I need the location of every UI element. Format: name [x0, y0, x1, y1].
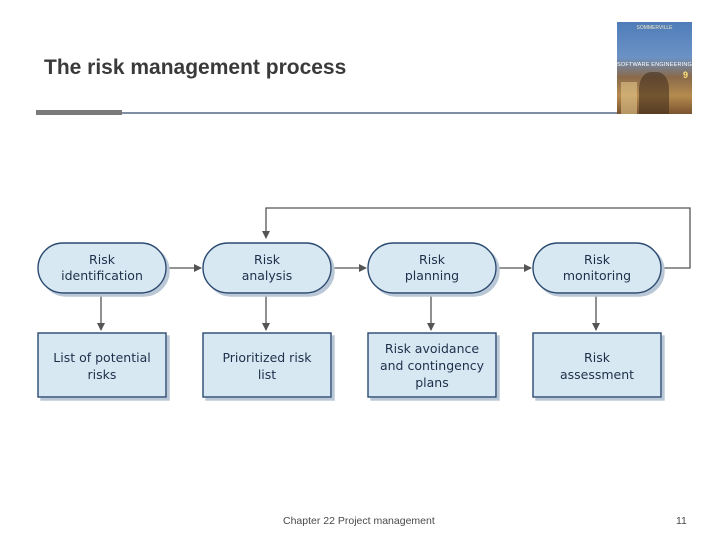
- title-underline: [36, 112, 618, 114]
- output-label-line: and contingency: [380, 358, 485, 373]
- book-cover-image: SOMMERVILLE SOFTWARE ENGINEERING 9: [617, 22, 692, 114]
- output-list-of-potential-risks: List of potential risks: [37, 332, 167, 398]
- slide-footer: Chapter 22 Project management: [283, 515, 435, 527]
- stage-label-line: Risk: [419, 252, 446, 267]
- output-prioritized-risk-list: Prioritized risk list: [202, 332, 332, 398]
- book-cover-art: [621, 82, 637, 114]
- output-label-line: plans: [415, 375, 449, 390]
- stage-label-line: Risk: [254, 252, 281, 267]
- feedback-loop-line: [262, 207, 691, 269]
- output-label-line: list: [258, 367, 276, 382]
- output-label-line: assessment: [560, 367, 634, 382]
- output-label-line: Risk avoidance: [385, 341, 479, 356]
- output-label-line: List of potential: [53, 350, 150, 365]
- output-label-line: Prioritized risk: [222, 350, 312, 365]
- page-number: 11: [676, 515, 687, 527]
- output-risk-assessment: Risk assessment: [532, 332, 662, 398]
- title-underline-accent: [36, 110, 122, 115]
- stage-label-line: analysis: [242, 268, 293, 283]
- stage-label-line: monitoring: [563, 268, 631, 283]
- book-cover-author: SOMMERVILLE: [636, 25, 673, 31]
- stage-label-line: Risk: [584, 252, 611, 267]
- stage-risk-monitoring: Risk monitoring: [532, 242, 662, 294]
- output-label-line: Risk: [584, 350, 611, 365]
- stage-risk-planning: Risk planning: [367, 242, 497, 294]
- book-cover-title: SOFTWARE ENGINEERING: [617, 62, 692, 68]
- output-risk-avoidance-and-contingency-plans: Risk avoidance and contingency plans: [367, 332, 497, 398]
- stage-risk-analysis: Risk analysis: [202, 242, 332, 294]
- stage-label-line: Risk: [89, 252, 116, 267]
- stage-label-line: identification: [61, 268, 143, 283]
- slide-title: The risk management process: [44, 56, 347, 79]
- book-cover-edition: 9: [682, 70, 688, 80]
- stage-risk-identification: Risk identification: [37, 242, 167, 294]
- output-label-line: risks: [88, 367, 117, 382]
- book-cover-figure: [639, 72, 669, 114]
- stage-label-line: planning: [405, 268, 459, 283]
